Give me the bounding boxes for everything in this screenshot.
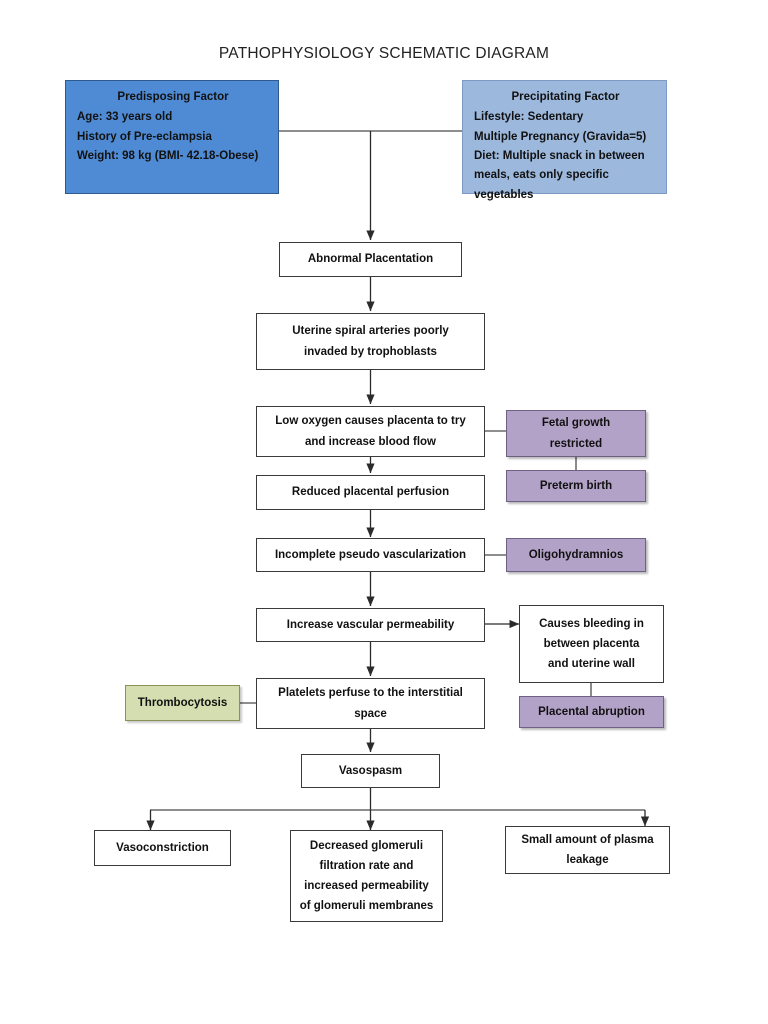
node-plasma-leakage-line-2: leakage (566, 854, 609, 866)
node-decreased-gfr-line-4: of glomeruli membranes (299, 900, 434, 913)
node-thrombocytosis-line-1: Thrombocytosis (137, 696, 228, 709)
node-platelets-perfuse-line-1: Platelets perfuse to the interstitial (278, 687, 463, 700)
predisposing-factor-line-2: History of Pre-eclampsia (77, 130, 212, 143)
precipitating-factor-line-4: meals, eats only specific (474, 169, 609, 182)
node-causes-bleeding: Causes bleeding in between placenta and … (519, 605, 664, 683)
node-vasospasm-line-1: Vasospasm (338, 764, 403, 777)
node-preterm-birth: Preterm birth (506, 470, 646, 502)
node-fetal-growth-restricted-line-1: Fetal growth (541, 417, 611, 430)
node-fetal-growth-restricted: Fetal growth restricted (506, 410, 646, 457)
page-title: PATHOPHYSIOLOGY SCHEMATIC DIAGRAM (218, 45, 550, 62)
node-decreased-gfr-line-2: filtration rate and (319, 859, 414, 872)
node-causes-bleeding-line-1: Causes bleeding in (539, 617, 644, 630)
precipitating-factor-line-2: Multiple Pregnancy (Gravida=5) (474, 130, 647, 143)
node-placental-abruption-line-1: Placental abruption (538, 705, 645, 718)
precipitating-factor-box: Precipitating Factor Lifestyle: Sedentar… (462, 80, 667, 201)
precipitating-factor-line-1: Lifestyle: Sedentary (474, 111, 584, 124)
node-platelets-perfuse: Platelets perfuse to the interstitial sp… (256, 678, 485, 729)
node-reduced-perfusion-line-1: Reduced placental perfusion (291, 486, 450, 499)
node-low-oxygen-line-1: Low oxygen causes placenta to try (275, 415, 466, 428)
node-placental-abruption: Placental abruption (519, 696, 664, 728)
node-plasma-leakage-line-1: Small amount of plasma (521, 833, 654, 846)
node-vasoconstriction-line-1: Vasoconstriction (116, 841, 209, 854)
node-plasma-leakage: Small amount of plasma leakage (505, 826, 670, 874)
node-decreased-gfr-line-3: increased permeability (304, 880, 429, 892)
node-oligohydramnios: Oligohydramnios (506, 538, 646, 572)
node-spiral-arteries: Uterine spiral arteries poorly invaded b… (256, 313, 485, 370)
node-decreased-gfr: Decreased glomeruli filtration rate and … (290, 830, 443, 922)
precipitating-factor-line-3: Diet: Multiple snack in between (474, 149, 645, 162)
precipitating-factor-line-5: vegetables (474, 188, 534, 201)
node-spiral-arteries-line-1: Uterine spiral arteries poorly (292, 325, 449, 338)
node-abnormal-placentation-line-1: Abnormal Placentation (307, 253, 434, 266)
node-causes-bleeding-line-3: and uterine wall (548, 658, 635, 671)
node-low-oxygen: Low oxygen causes placenta to try and in… (256, 406, 485, 457)
predisposing-factor-heading: Predisposing Factor (117, 91, 229, 103)
node-preterm-birth-line-1: Preterm birth (539, 479, 613, 492)
node-pseudo-vascularization: Incomplete pseudo vascularization (256, 538, 485, 572)
node-abnormal-placentation: Abnormal Placentation (279, 242, 462, 277)
predisposing-factor-box: Predisposing Factor Age: 33 years old Hi… (65, 80, 279, 194)
predisposing-factor-line-3: Weight: 98 kg (BMI- 42.18-Obese) (77, 149, 259, 162)
node-low-oxygen-line-2: and increase blood flow (305, 435, 436, 448)
node-vasoconstriction: Vasoconstriction (94, 830, 231, 866)
node-reduced-perfusion: Reduced placental perfusion (256, 475, 485, 510)
node-fetal-growth-restricted-line-2: restricted (549, 437, 603, 450)
node-vascular-permeability: Increase vascular permeability (256, 608, 485, 642)
node-pseudo-vascularization-line-1: Incomplete pseudo vascularization (274, 548, 467, 561)
node-platelets-perfuse-line-2: space (354, 707, 387, 720)
node-vasospasm: Vasospasm (301, 754, 440, 788)
node-spiral-arteries-line-2: invaded by trophoblasts (304, 345, 437, 358)
node-vascular-permeability-line-1: Increase vascular permeability (286, 618, 455, 631)
node-decreased-gfr-line-1: Decreased glomeruli (309, 839, 424, 852)
predisposing-factor-line-1: Age: 33 years old (77, 111, 173, 124)
node-thrombocytosis: Thrombocytosis (125, 685, 240, 721)
node-oligohydramnios-line-1: Oligohydramnios (528, 548, 624, 561)
precipitating-factor-heading: Precipitating Factor (511, 91, 620, 103)
node-causes-bleeding-line-2: between placenta (543, 637, 640, 650)
